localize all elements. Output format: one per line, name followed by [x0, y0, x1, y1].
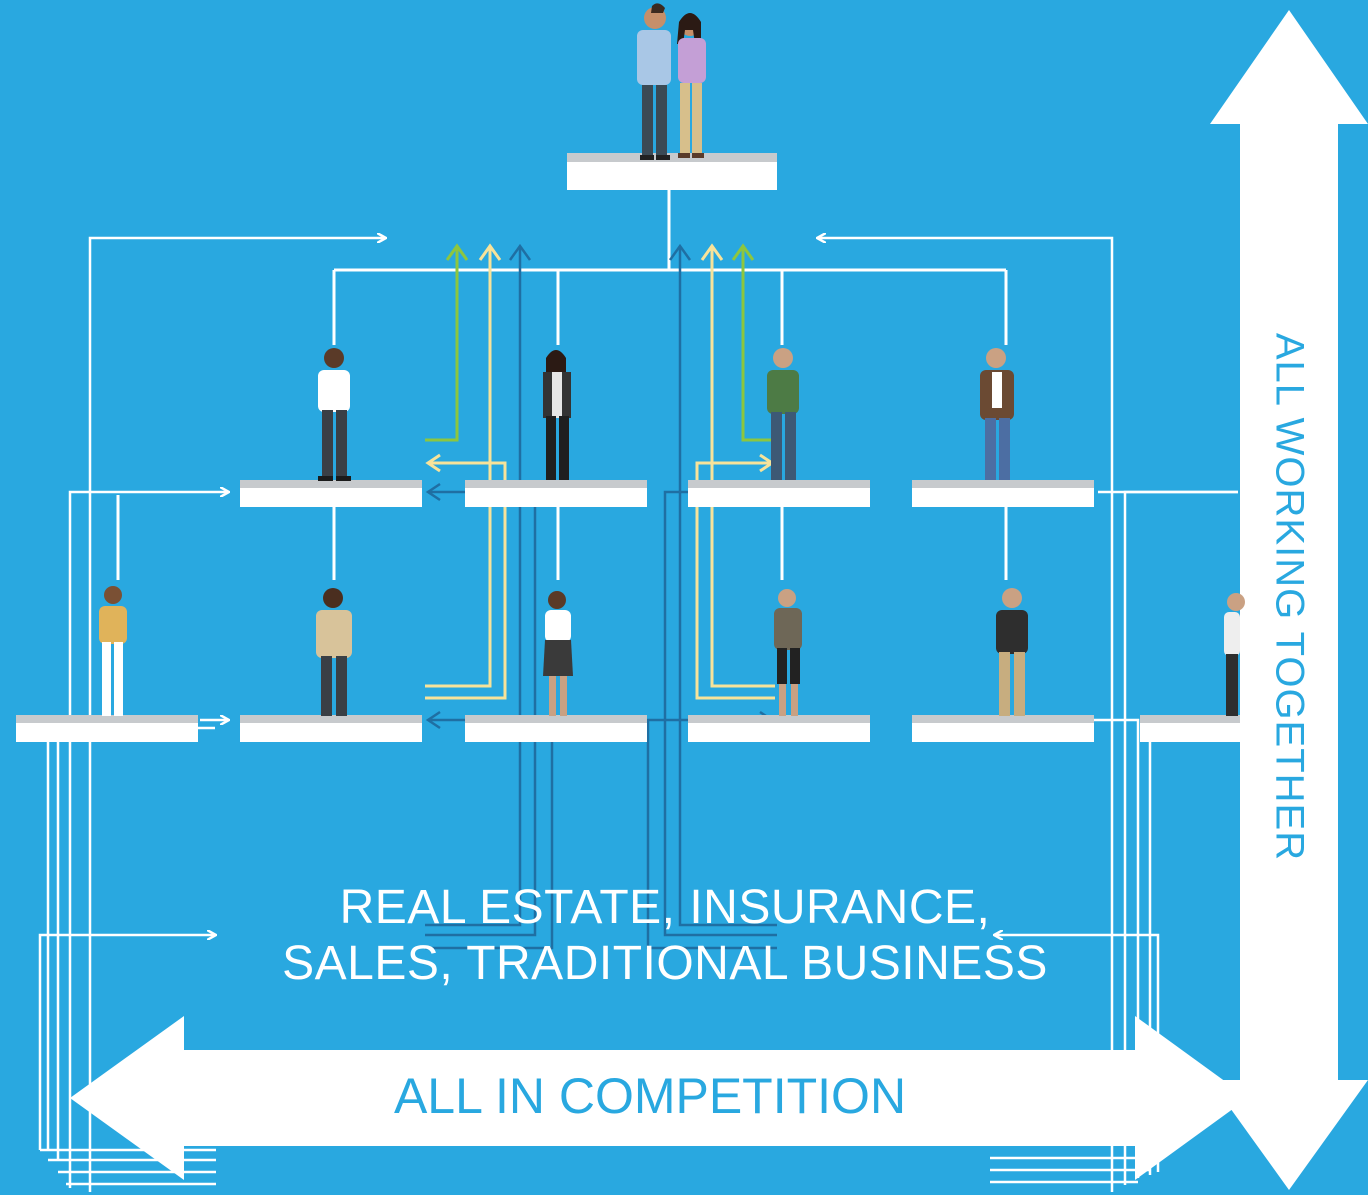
- person-couple-man: [637, 3, 671, 160]
- yellow-flow-lines: [425, 243, 775, 700]
- person-woman-black-vest: [543, 350, 571, 480]
- navy-flow-lines: [425, 243, 777, 950]
- industries-caption: REAL ESTATE, INSURANCE, SALES, TRADITION…: [200, 880, 1130, 992]
- person-woman-yellow-top: [99, 586, 127, 716]
- platform-level3-5: [912, 715, 1094, 742]
- person-woman-olive-top: [774, 589, 802, 716]
- person-man-brown-jacket: [980, 348, 1014, 480]
- platform-level3-4: [688, 715, 870, 742]
- platforms: [16, 153, 1240, 742]
- platform-level2-1: [240, 480, 422, 507]
- hierarchy-connectors: [116, 190, 1008, 580]
- caption-line-2: SALES, TRADITIONAL BUSINESS: [282, 937, 1048, 990]
- vertical-double-arrow: [1210, 10, 1368, 1190]
- platform-level3-3: [465, 715, 647, 742]
- person-couple-woman: [677, 13, 706, 158]
- competition-label: ALL IN COMPETITION: [393, 1068, 907, 1124]
- person-man-green-shirt: [767, 348, 799, 480]
- person-man-white-shirt: [318, 348, 351, 481]
- green-flow-lines: [425, 243, 775, 442]
- person-man-tan-jacket: [316, 588, 352, 716]
- platform-top: [567, 153, 777, 190]
- platform-level2-2: [465, 480, 647, 507]
- platform-level2-4: [912, 480, 1094, 507]
- platform-level2-3: [688, 480, 870, 507]
- platform-level3-1: [16, 715, 198, 742]
- platform-level3-2: [240, 715, 422, 742]
- platform-level3-6: [1140, 715, 1240, 742]
- person-man-white-shirt-partial: [1224, 593, 1245, 716]
- caption-line-1: REAL ESTATE, INSURANCE,: [339, 881, 991, 934]
- horizontal-double-arrow: [70, 1016, 1248, 1180]
- working-together-label: ALL WORKING TOGETHER: [1267, 332, 1312, 862]
- collaboration-links: [38, 238, 1238, 1192]
- person-man-black-shirt: [996, 588, 1028, 716]
- person-woman-black-skirt: [543, 591, 573, 716]
